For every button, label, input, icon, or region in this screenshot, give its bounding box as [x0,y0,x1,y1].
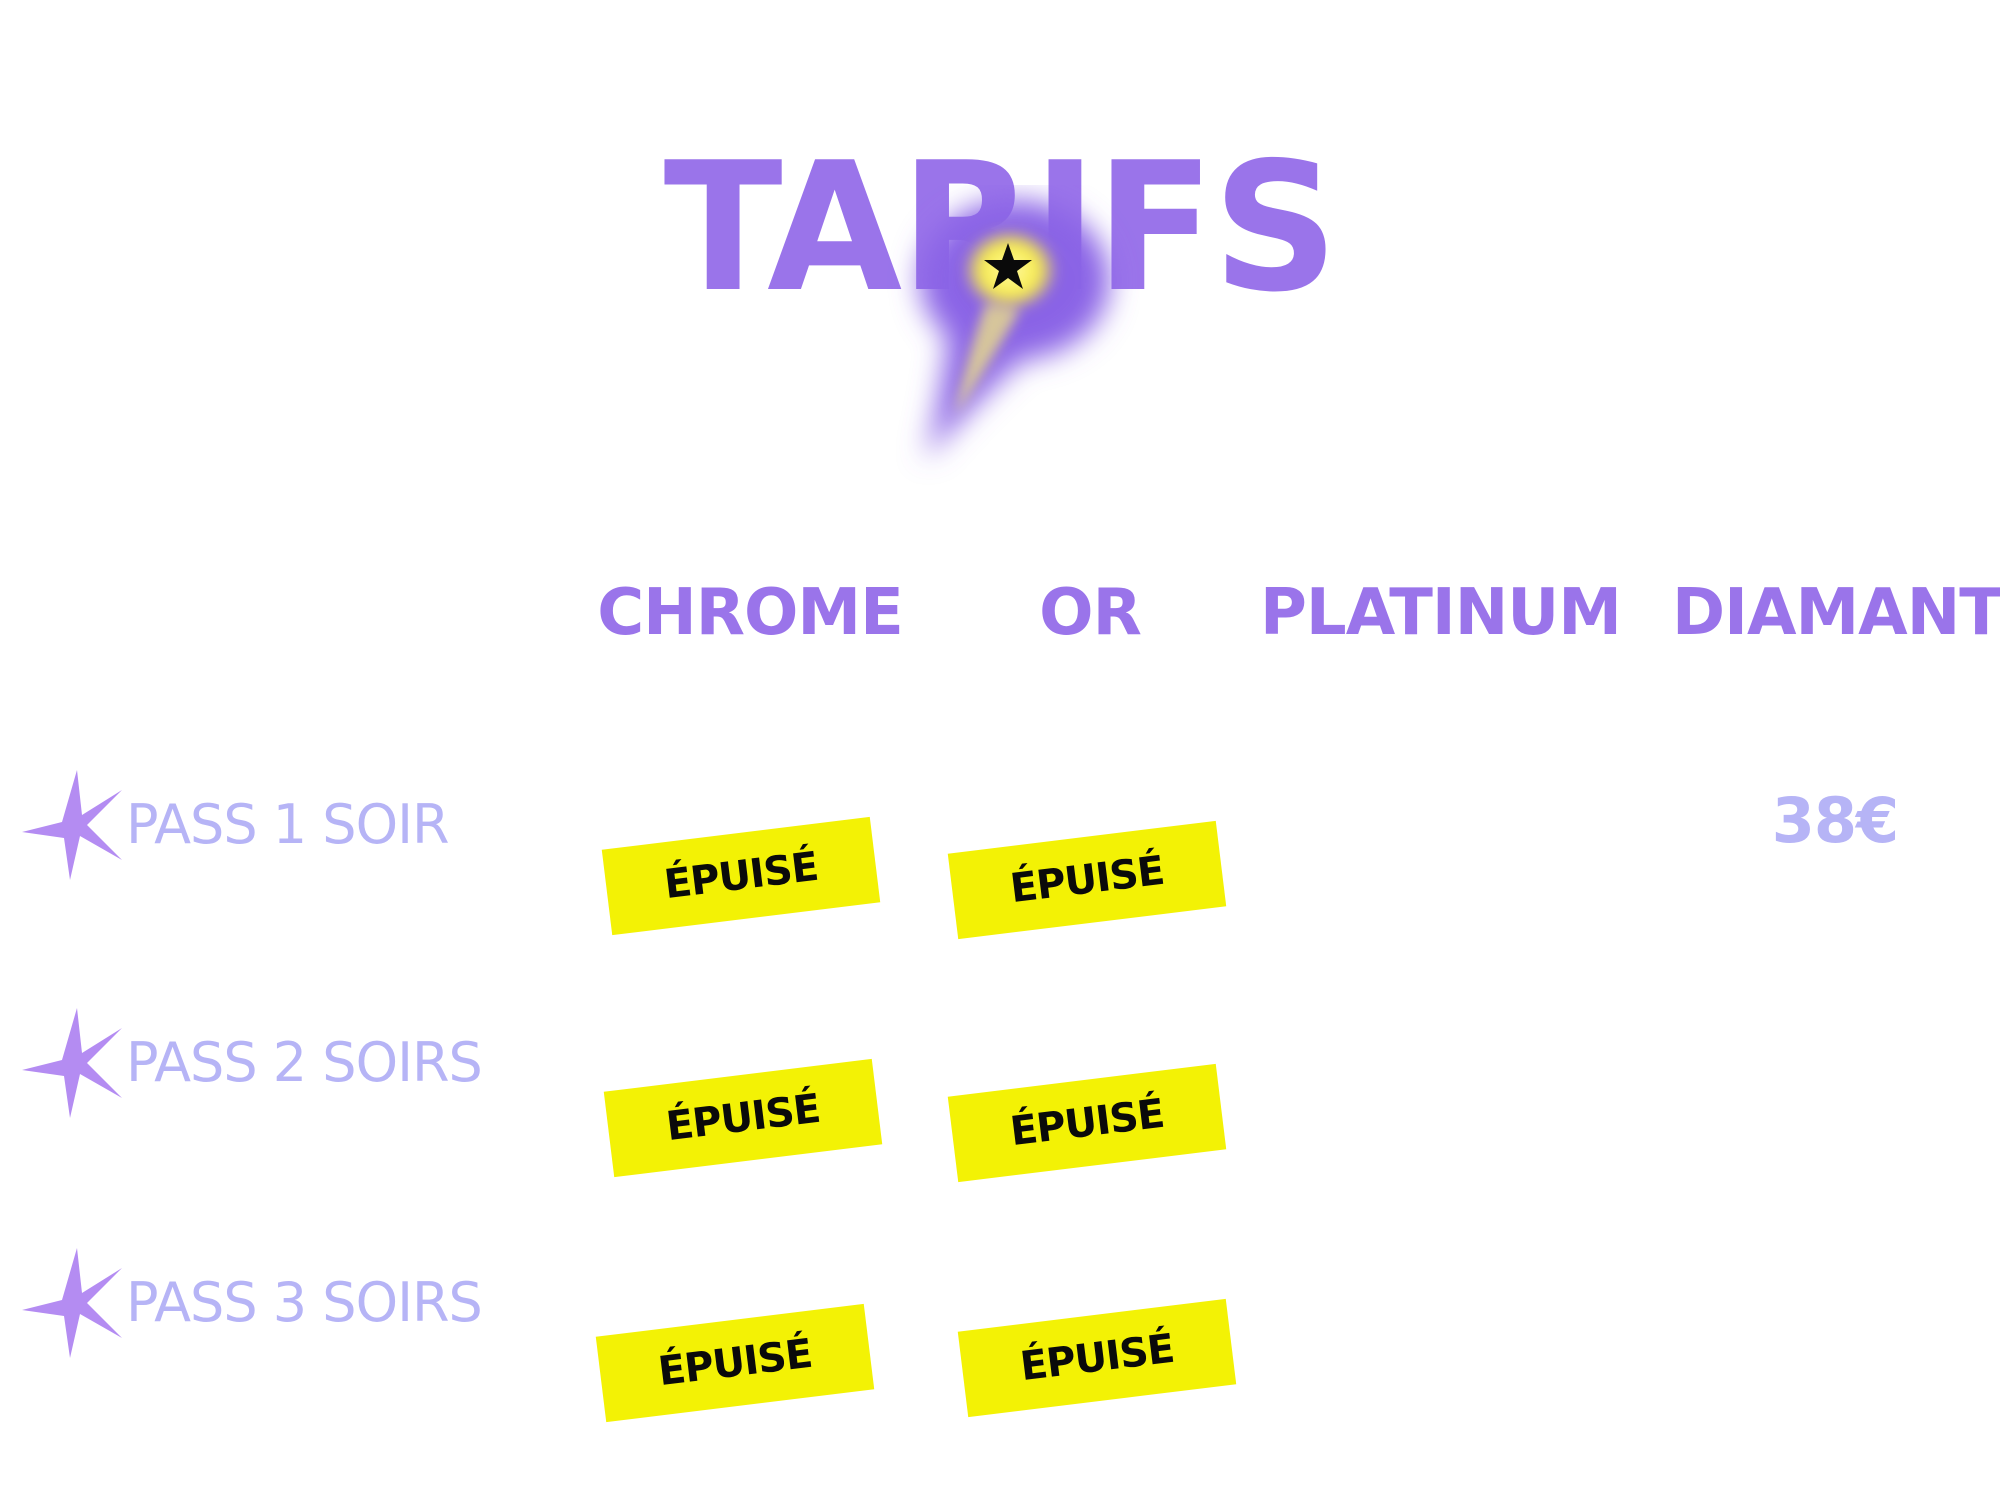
sold-out-pass2-chrome: ÉPUISÉ [603,1058,883,1178]
sparkle-icon [22,1248,122,1358]
price-pass1-diamant: 38€ [1771,784,1899,857]
pass-row-2-soirs: PASS 2 SOIRS [22,1008,542,1118]
sold-out-pass3-chrome: ÉPUISÉ [595,1303,875,1423]
pass-label: PASS 1 SOIR [126,793,450,856]
tier-header-platinum: PLATINUM [1260,576,1622,650]
pass-row-1-soir: PASS 1 SOIR [22,770,542,880]
sold-out-pass1-chrome: ÉPUISÉ [601,816,881,936]
tier-header-chrome: CHROME [597,576,904,650]
sold-out-pass3-or: ÉPUISÉ [957,1298,1237,1418]
comet-star-icon [920,200,1110,460]
sparkle-icon [22,770,122,880]
pass-label: PASS 2 SOIRS [126,1031,483,1094]
sold-out-pass2-or: ÉPUISÉ [947,1063,1227,1183]
sparkle-icon [22,1008,122,1118]
pass-label: PASS 3 SOIRS [126,1271,483,1334]
pass-row-3-soirs: PASS 3 SOIRS [22,1248,542,1358]
tier-header-or: OR [1039,576,1142,650]
sold-out-pass1-or: ÉPUISÉ [947,820,1227,940]
tier-header-diamant: DIAMANT [1672,576,2000,650]
